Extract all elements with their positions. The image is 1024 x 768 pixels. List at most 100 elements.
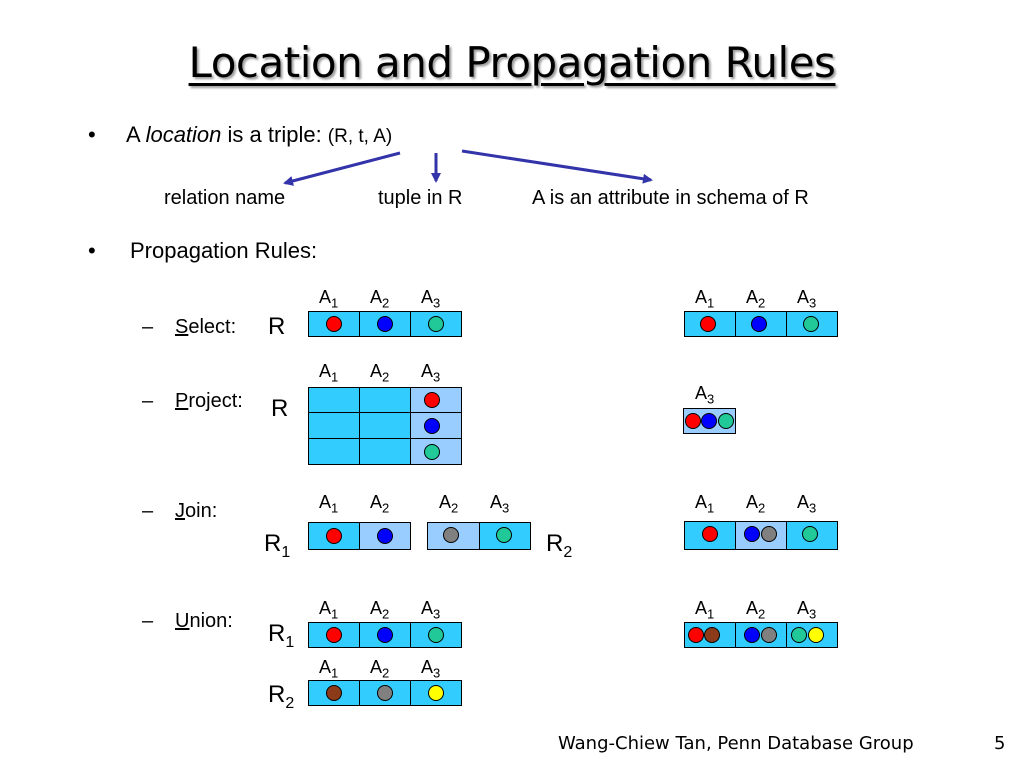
- attr-header: A3: [421, 287, 441, 311]
- attr-header: A1: [319, 657, 339, 681]
- join-result-cell: [684, 521, 736, 550]
- rule-join-label: Join:: [175, 500, 217, 523]
- blue-dot: [751, 316, 767, 332]
- dash-select: –: [142, 316, 154, 338]
- arrow-relation: [283, 151, 401, 186]
- join-left-cell: [308, 522, 360, 550]
- attr-header: A2: [746, 598, 766, 622]
- dash-join: –: [142, 500, 154, 522]
- red-dot: [700, 316, 716, 332]
- blue-dot: [377, 528, 393, 544]
- annotation-attribute: A is an attribute in schema of R: [532, 187, 809, 209]
- teal-dot: [424, 444, 440, 460]
- brown-dot: [326, 685, 342, 701]
- union-r2-cell: [308, 680, 360, 706]
- attr-header: A2: [370, 657, 390, 681]
- annotation-relation-name: relation name: [164, 187, 286, 209]
- rule-project-label: Project:: [175, 390, 243, 413]
- red-dot: [326, 627, 342, 643]
- project-relation-R: R: [271, 395, 289, 422]
- project-source-cell: [308, 412, 360, 439]
- attr-header: A3: [797, 492, 817, 516]
- gray-dot: [443, 527, 459, 543]
- yellow-dot: [808, 627, 824, 643]
- red-dot: [326, 528, 342, 544]
- blue-dot: [744, 627, 760, 643]
- red-dot: [424, 392, 440, 408]
- union-relation-R2: R2: [268, 681, 295, 712]
- project-source-cell: [359, 412, 411, 439]
- project-rest: roject:: [188, 390, 243, 412]
- project-source-cell: [359, 387, 411, 413]
- blue-dot: [377, 627, 393, 643]
- union-relation-R1: R1: [268, 620, 295, 651]
- union-initial: U: [175, 610, 190, 632]
- attr-header: A1: [319, 361, 339, 385]
- attr-header: A2: [439, 492, 459, 516]
- union-rest: nion:: [189, 610, 233, 632]
- join-relation-R2: R2: [546, 530, 573, 561]
- join-relation-R1: R1: [264, 530, 291, 561]
- project-initial: P: [175, 390, 189, 412]
- red-dot: [702, 526, 718, 542]
- definition-suffix: is a triple:: [221, 122, 328, 147]
- location-term: location: [145, 122, 222, 147]
- join-result-cell: [735, 521, 787, 550]
- attr-header: A1: [319, 492, 339, 516]
- dash-project: –: [142, 390, 154, 412]
- location-definition: A location is a triple: (R, t, A): [126, 122, 392, 148]
- blue-dot: [701, 413, 717, 429]
- attr-header: A1: [695, 287, 715, 311]
- teal-dot: [496, 527, 512, 543]
- gray-dot: [761, 526, 777, 542]
- attr-header: A3: [797, 287, 817, 311]
- project-source-cell: [308, 387, 360, 413]
- blue-dot: [744, 526, 760, 542]
- select-initial: S: [175, 316, 189, 338]
- arrow-attribute: [461, 149, 653, 184]
- annotation-tuple: tuple in R: [378, 187, 463, 209]
- propagation-rules-heading: Propagation Rules:: [130, 238, 318, 263]
- attr-header: A1: [695, 598, 715, 622]
- project-source-cell: [359, 438, 411, 465]
- attr-header: A2: [746, 492, 766, 516]
- teal-dot: [802, 526, 818, 542]
- teal-dot: [428, 316, 444, 332]
- footer-credit: Wang-Chiew Tan, Penn Database Group: [558, 733, 914, 754]
- definition-prefix: A: [126, 122, 146, 147]
- teal-dot: [718, 413, 734, 429]
- bullet-marker-2: •: [88, 238, 96, 263]
- attr-header: A3: [421, 598, 441, 622]
- attr-header: A1: [319, 287, 339, 311]
- select-rest: elect:: [188, 316, 237, 338]
- teal-dot: [791, 627, 807, 643]
- attr-header: A3: [797, 598, 817, 622]
- yellow-dot: [428, 685, 444, 701]
- page-number: 5: [994, 733, 1006, 754]
- attr-header: A2: [370, 361, 390, 385]
- project-source-cell: [308, 438, 360, 465]
- attr-header: A2: [370, 598, 390, 622]
- blue-dot: [377, 316, 393, 332]
- attr-header: A3: [695, 383, 715, 407]
- attr-header: A2: [370, 492, 390, 516]
- dash-union: –: [142, 610, 154, 632]
- attr-header: A3: [421, 361, 441, 385]
- red-dot: [688, 627, 704, 643]
- rule-select-label: Select:: [175, 316, 236, 339]
- attr-header: A3: [490, 492, 510, 516]
- triple-notation: (R, t, A): [327, 126, 393, 147]
- attr-header: A2: [746, 287, 766, 311]
- bullet-marker: •: [88, 122, 96, 147]
- red-dot: [326, 316, 342, 332]
- gray-dot: [761, 627, 777, 643]
- attr-header: A2: [370, 287, 390, 311]
- red-dot: [685, 413, 701, 429]
- teal-dot: [803, 316, 819, 332]
- slide-title: Location and Propagation Rules: [188, 38, 836, 87]
- attr-header: A1: [695, 492, 715, 516]
- gray-dot: [377, 685, 393, 701]
- teal-dot: [428, 627, 444, 643]
- rule-union-label: Union:: [175, 610, 233, 633]
